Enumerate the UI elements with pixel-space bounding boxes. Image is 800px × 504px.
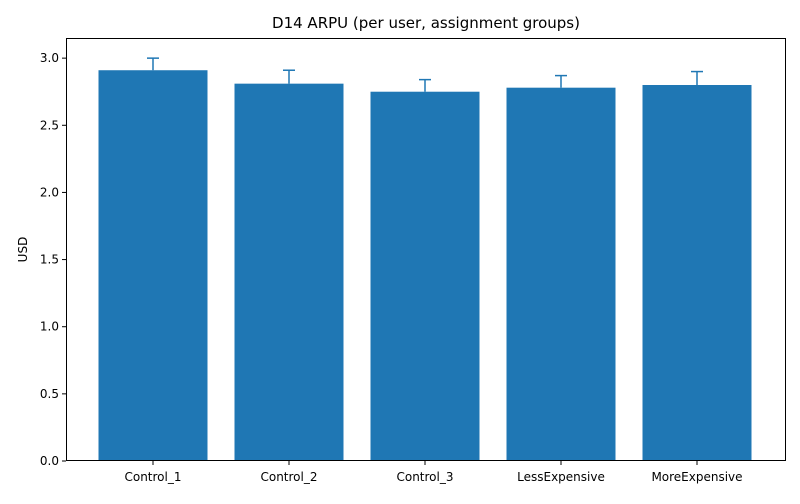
- x-tick-label: LessExpensive: [517, 470, 605, 484]
- y-tick-label: 2.5: [40, 118, 59, 132]
- y-axis-label: USD: [16, 237, 30, 263]
- error-bar-moreexpensive: [691, 70, 703, 85]
- bar-control_2: [234, 83, 344, 462]
- error-bar-lessexpensive: [555, 74, 567, 88]
- bar-lessexpensive: [506, 87, 616, 461]
- y-tick-label: 0.0: [40, 454, 59, 468]
- y-tick-label: 2.0: [40, 185, 59, 199]
- bar-control_3: [370, 91, 480, 461]
- y-tick-label: 0.5: [40, 387, 59, 401]
- y-tick-label: 1.0: [40, 320, 59, 334]
- bar-control_1: [98, 70, 208, 461]
- x-axis: Control_1 Control_2 Control_3 LessExpensive…: [124, 461, 743, 484]
- error-bars-layer: [147, 57, 703, 92]
- y-tick-label: 1.5: [40, 253, 59, 267]
- bars-layer: [98, 70, 752, 462]
- error-bar-control_2: [283, 69, 295, 84]
- error-bar-control_1: [147, 57, 159, 71]
- y-tick-label: 3.0: [40, 51, 59, 65]
- x-tick-label: Control_3: [396, 470, 453, 484]
- chart-title: D14 ARPU (per user, assignment groups): [272, 14, 580, 32]
- error-bar-control_3: [419, 78, 431, 92]
- bar-moreexpensive: [642, 85, 752, 461]
- y-axis: 0.0 0.5 1.0 1.5 2.0 2.5 3.0: [40, 51, 66, 468]
- x-tick-label: MoreExpensive: [651, 470, 742, 484]
- x-tick-label: Control_1: [124, 470, 181, 484]
- x-tick-label: Control_2: [260, 470, 317, 484]
- plot-frame: [66, 38, 786, 461]
